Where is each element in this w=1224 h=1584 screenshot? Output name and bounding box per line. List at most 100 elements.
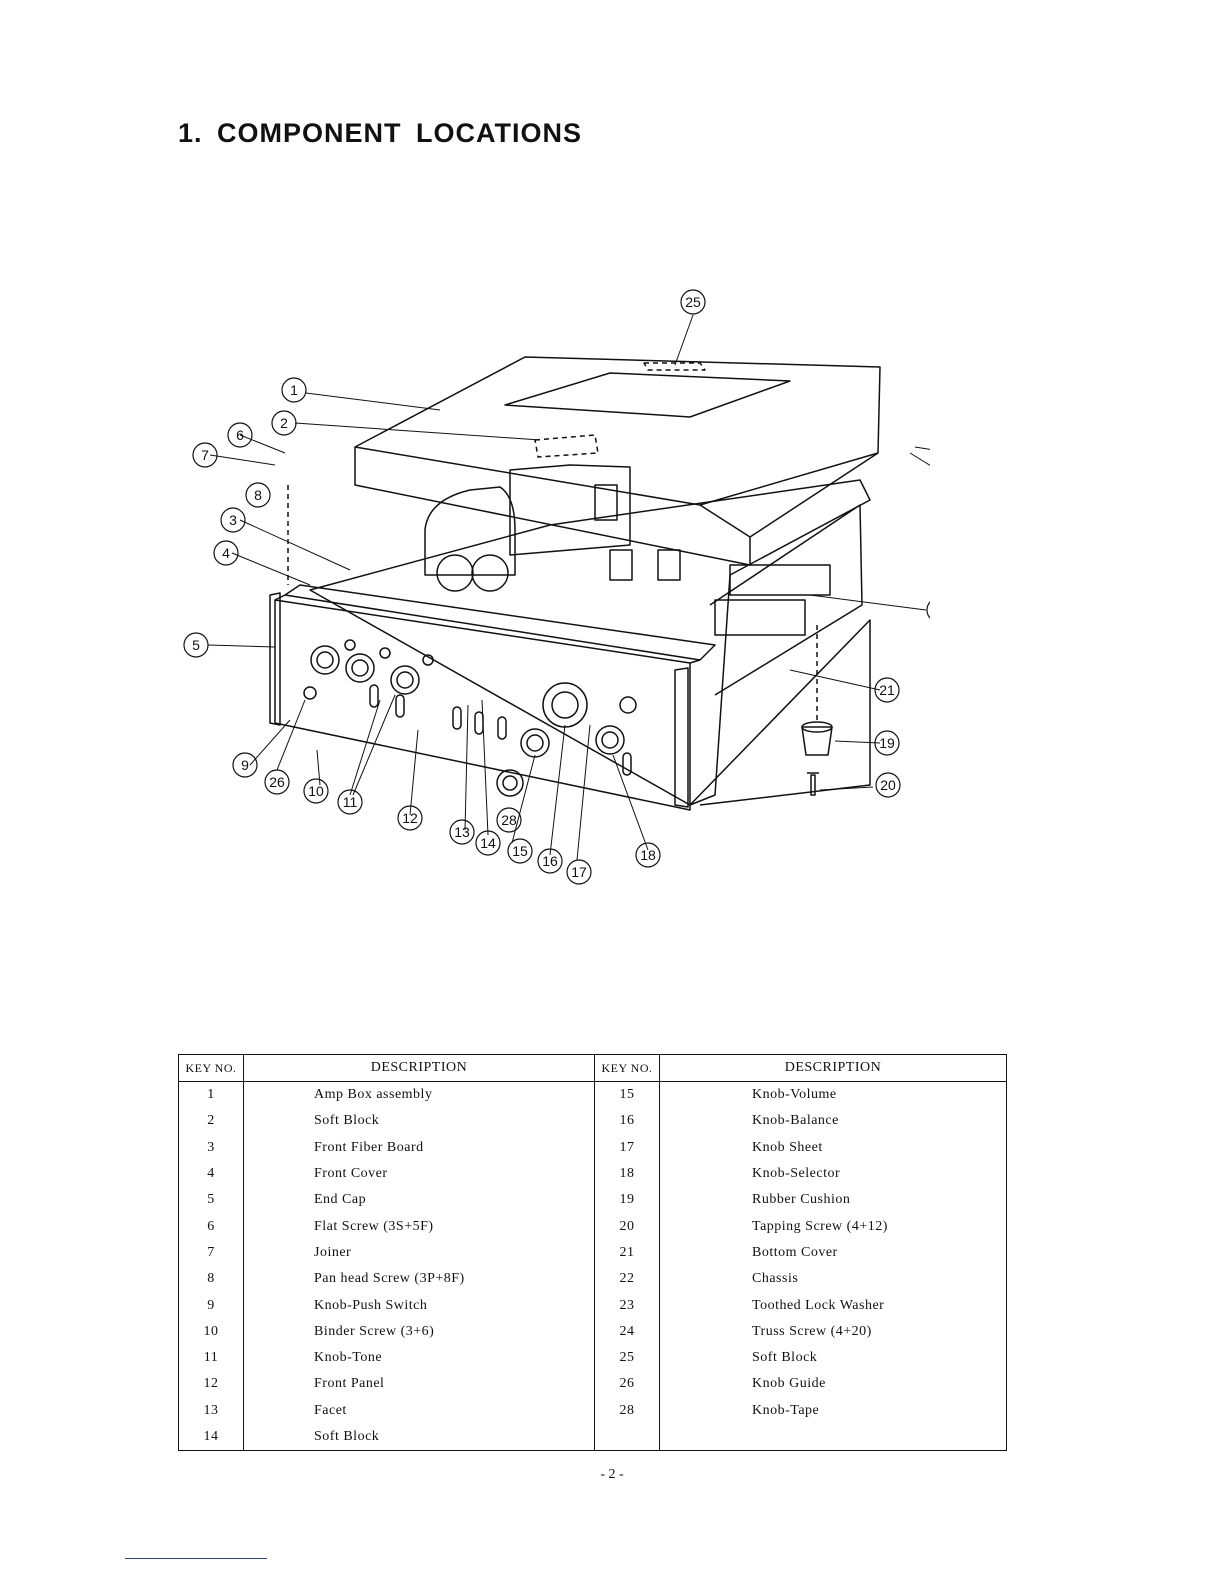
page-number: - 2 -: [600, 1467, 624, 1482]
left-key-cell: 7: [207, 1244, 215, 1260]
left-description-cell: Knob-Tone: [243, 1344, 595, 1372]
right-key-cell: 28: [594, 1397, 660, 1424]
left-key-cell: 2: [207, 1113, 215, 1129]
callout-3: 3: [229, 512, 237, 528]
callout-19: 19: [879, 735, 895, 751]
amp-box-window: [504, 372, 791, 418]
right-key-cell: 26: [594, 1371, 660, 1398]
left-description-cell: Pan head Screw (3P+8F): [243, 1266, 595, 1293]
left-key-cell: 8: [207, 1271, 215, 1287]
right-key-cell: 21: [594, 1239, 660, 1267]
right-key-cell: 17: [594, 1134, 660, 1161]
left-key-cell: 13: [203, 1402, 219, 1418]
left-description-cell: Front Cover: [243, 1160, 595, 1188]
footer-rule: [125, 1558, 267, 1559]
callout-13: 13: [454, 824, 470, 840]
callout-28: 28: [501, 812, 517, 828]
table-header-row: KEY NO. DESCRIPTION KEY NO. DESCRIPTION: [178, 1054, 1007, 1082]
chassis-side: [709, 504, 863, 696]
page-title: 1. COMPONENT LOCATIONS: [178, 118, 583, 148]
header-key-no-right: KEY NO.: [594, 1054, 660, 1082]
right-description-cell: Truss Screw (4+20): [659, 1318, 1007, 1345]
right-description-cell: [659, 1423, 1007, 1451]
callout-2: 2: [280, 415, 288, 431]
left-key-cell: 3: [207, 1139, 215, 1155]
amplifier-exploded-drawing: 1 2 6 7 8 3 4 5 9 26 10 11 12 13 14 28 1…: [183, 289, 930, 885]
callout-15: 15: [512, 843, 528, 859]
callout-18: 18: [640, 847, 656, 863]
right-description-cell: Knob-Balance: [659, 1108, 1007, 1135]
parts-list-table: KEY NO. DESCRIPTION KEY NO. DESCRIPTION …: [178, 1054, 1007, 1452]
callout-markers: [183, 289, 930, 885]
right-key-cell: [594, 1423, 660, 1451]
right-key-cell: 15: [594, 1081, 660, 1109]
callout-25: 25: [685, 294, 701, 310]
right-key-cell: 19: [594, 1187, 660, 1214]
left-description-cell: End Cap: [243, 1187, 595, 1214]
right-key-cell: 23: [594, 1292, 660, 1319]
left-description-cell: Soft Block: [243, 1423, 595, 1451]
callout-8: 8: [254, 487, 262, 503]
left-key-cell: 12: [203, 1376, 219, 1392]
left-key-cell: 9: [207, 1297, 215, 1313]
right-key-cell: 22: [594, 1266, 660, 1293]
header-key-no: KEY NO.: [178, 1054, 244, 1082]
left-key-cell: 11: [203, 1350, 219, 1366]
left-key-cell: 1: [207, 1087, 215, 1103]
right-description-cell: Bottom Cover: [659, 1239, 1007, 1267]
header-description: DESCRIPTION: [243, 1054, 595, 1082]
callout-9: 9: [241, 757, 249, 773]
right-description-cell: Knob Guide: [659, 1371, 1007, 1398]
callout-20: 20: [880, 777, 896, 793]
callout-17: 17: [571, 864, 587, 880]
circuit-board: [509, 464, 631, 556]
bottom-cover: [689, 619, 871, 806]
callout-5: 5: [192, 637, 200, 653]
front-panel: [274, 599, 691, 811]
left-key-cell: 6: [207, 1218, 215, 1234]
header-description-right: DESCRIPTION: [659, 1054, 1007, 1082]
rubber-cushion: [801, 726, 833, 756]
left-key-cell: 4: [207, 1166, 215, 1182]
left-key-cell: 5: [207, 1192, 215, 1208]
right-key-cell: 16: [594, 1108, 660, 1135]
callout-11: 11: [343, 794, 358, 810]
left-description-cell: Front Fiber Board: [243, 1134, 595, 1161]
amp-box-front-edge: [699, 504, 751, 538]
left-description-cell: Knob-Push Switch: [243, 1292, 595, 1319]
left-key-cell: 10: [203, 1323, 219, 1339]
right-description-cell: Knob-Volume: [659, 1081, 1007, 1109]
callout-16: 16: [542, 853, 558, 869]
amp-box-outline: [354, 356, 881, 566]
left-description-cell: Binder Screw (3+6): [243, 1318, 595, 1345]
right-description-cell: Soft Block: [659, 1344, 1007, 1372]
callout-10: 10: [308, 783, 324, 799]
right-description-cell: Knob-Tape: [659, 1397, 1007, 1424]
right-description-cell: Tapping Screw (4+12): [659, 1213, 1007, 1240]
callout-21: 21: [879, 682, 895, 698]
right-description-cell: Knob Sheet: [659, 1134, 1007, 1161]
right-key-cell: 24: [594, 1318, 660, 1345]
right-description-cell: Knob-Selector: [659, 1160, 1007, 1188]
exploded-view-diagram: 1 2 6 7 8 3 4 5 9 26 10 11 12 13 14 28 1…: [170, 275, 930, 915]
transformer: [424, 486, 516, 576]
end-cap-right: [674, 667, 689, 808]
leader-lines: [207, 314, 930, 861]
left-description-cell: Amp Box assembly: [243, 1081, 595, 1109]
end-cap-left: [269, 592, 281, 726]
right-description-cell: Rubber Cushion: [659, 1187, 1007, 1214]
left-description-cell: Soft Block: [243, 1108, 595, 1135]
callout-4: 4: [222, 545, 230, 561]
tapping-screw: [807, 772, 819, 796]
